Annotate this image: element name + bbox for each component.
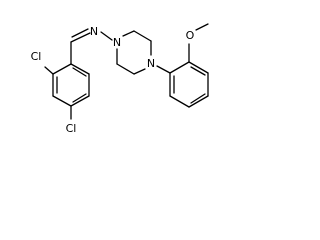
bond [122, 30, 135, 37]
chemical-structure-diagram: Cl Cl N N N O [31, 23, 209, 135]
bond [52, 63, 72, 75]
chlorine-atom-label: Cl [31, 50, 42, 63]
oxygen-atom-label: O [186, 29, 195, 42]
bond [133, 68, 146, 75]
double-bond-inner [72, 93, 87, 103]
bond [116, 63, 135, 75]
bond [169, 61, 190, 74]
bond [188, 61, 209, 74]
piperazine-nitrogen-label: N [147, 57, 155, 70]
bond [169, 95, 190, 108]
bond [100, 31, 113, 41]
bond [52, 95, 72, 107]
imine-double-bond-second [71, 28, 89, 38]
methoxyphenyl-ring [169, 61, 209, 108]
chlorine-atom-label: Cl [66, 122, 77, 135]
imine-double-bond [70, 32, 91, 43]
bond [70, 63, 90, 75]
imine-nitrogen-label: N [90, 25, 98, 38]
double-bond-inner [72, 67, 87, 77]
bond [188, 95, 209, 108]
bond [133, 30, 152, 42]
double-bond-inner [190, 66, 206, 76]
double-bond-inner [190, 93, 206, 104]
piperazine-nitrogen-label: N [113, 36, 121, 49]
bond [156, 65, 171, 74]
bond-to-chlorine [44, 66, 54, 75]
bond [70, 95, 90, 107]
dichlorophenyl-ring [52, 63, 90, 107]
bond-to-methyl [195, 23, 209, 31]
piperazine-ring [116, 30, 152, 75]
